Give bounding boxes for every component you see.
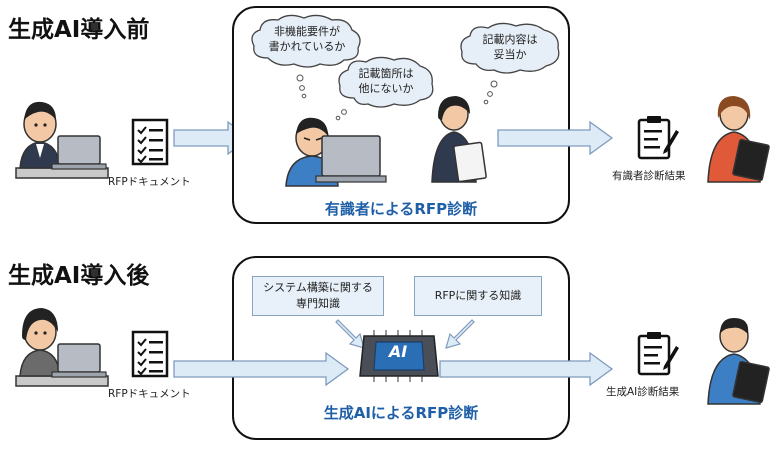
rfp-document-label: RFPドキュメント: [108, 176, 191, 188]
knowledge-box-system: システム構築に関する 専門知識: [252, 276, 384, 316]
checklist-document-icon: [131, 118, 169, 166]
rfp-document-label: RFPドキュメント: [108, 388, 191, 400]
ai-result-label: 生成AI診断結果: [606, 386, 680, 398]
thought-text-1: 非機能要件が 書かれているか: [268, 25, 346, 53]
person-at-laptop-icon: [15, 308, 109, 387]
checklist-document-icon: [131, 330, 169, 378]
thought-bubble-2: [338, 56, 434, 108]
ai-chip-icon: [359, 330, 439, 382]
arrow-right-icon: [173, 351, 350, 387]
knowledge-box-rfp: RFPに関する知識: [414, 276, 542, 316]
thought-trail-dots: [296, 74, 498, 121]
ai-chip-label: AI: [388, 342, 408, 361]
thought-text-3: 記載内容は 妥当か: [482, 33, 538, 61]
arrow-down-left-icon: [445, 319, 475, 349]
person-with-tablet-icon: [707, 96, 770, 183]
thought-bubble-3: [460, 22, 560, 74]
clipboard-pen-icon: [637, 116, 679, 160]
arrow-right-icon: [439, 351, 614, 387]
person-with-tablet-icon: [707, 318, 770, 405]
before-section-title: 生成AI導入前: [8, 17, 150, 43]
expert-result-label: 有識者診断結果: [612, 170, 686, 182]
ai-panel-caption: 生成AIによるRFP診断: [323, 404, 479, 422]
person-at-laptop-icon: [15, 101, 109, 179]
arrow-right-icon: [497, 120, 614, 156]
clipboard-pen-icon: [637, 332, 679, 376]
after-section-title: 生成AI導入後: [8, 263, 150, 289]
thought-text-2: 記載箇所は 他にないか: [358, 67, 414, 95]
expert-with-clipboard-icon: [431, 96, 487, 183]
arrow-down-right-icon: [335, 319, 365, 349]
expert-at-laptop-icon: [285, 117, 387, 187]
expert-panel-caption: 有識者によるRFP診断: [324, 200, 478, 218]
thought-bubble-1: [251, 14, 361, 68]
